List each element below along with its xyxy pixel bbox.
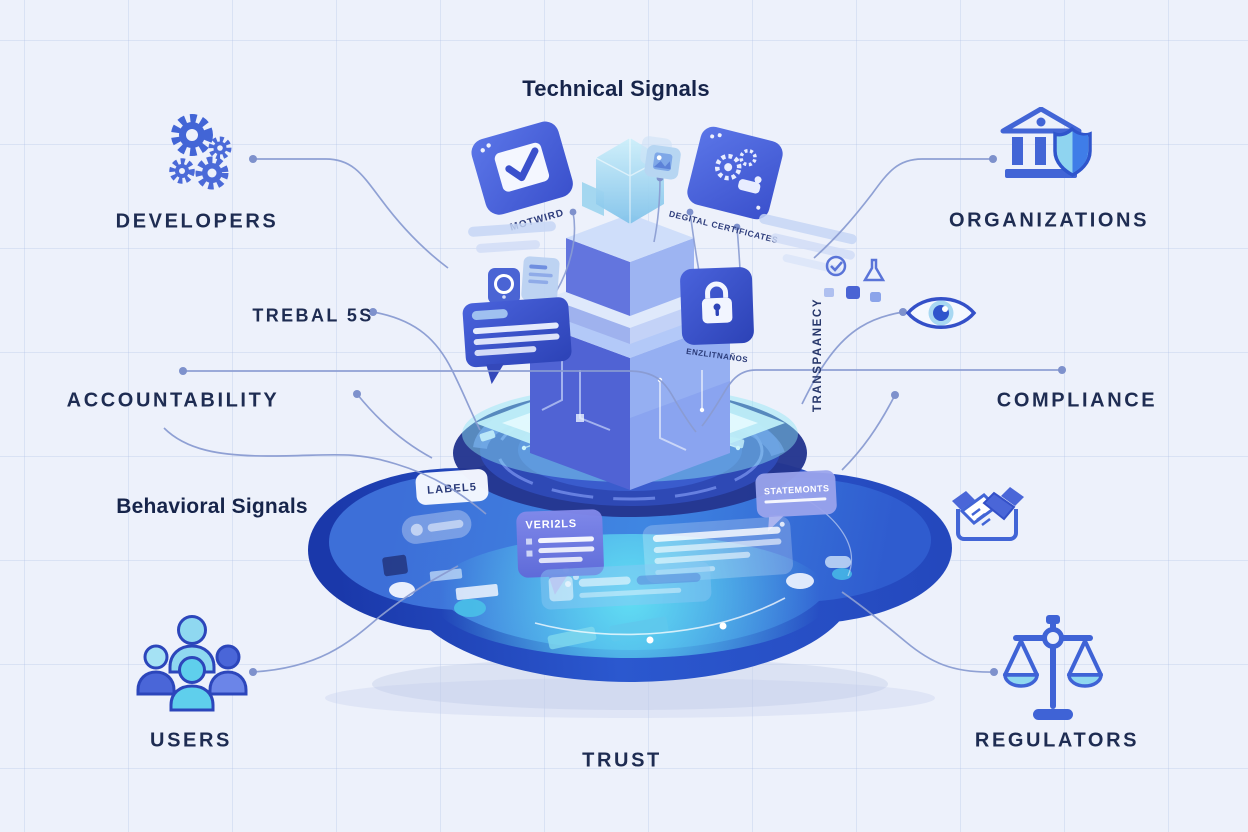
connector-developers <box>253 158 449 269</box>
connector-left-mid <box>356 393 433 459</box>
image-chip <box>640 136 681 180</box>
organizations-label: ORGANIZATIONS <box>948 209 1150 232</box>
certificates-card: DEGITAL CERTIFICATES <box>668 126 783 245</box>
badge-icons <box>824 255 886 302</box>
technical-signals-heading: Technical Signals <box>522 76 710 101</box>
verified-card-label: MOTWIRD <box>509 208 566 234</box>
scales-icon <box>1001 613 1105 723</box>
lock-card: ENZLITNAÑOS <box>680 267 754 365</box>
glow-platform <box>462 365 798 482</box>
trust-label: TRUST <box>582 749 662 772</box>
connector-organizations <box>813 158 993 259</box>
connector-regulators <box>841 591 995 673</box>
users-label: USERS <box>150 729 232 752</box>
records-pill <box>401 510 472 544</box>
note-chip <box>521 256 560 303</box>
accountability-label: ACCOUNTABILITY <box>66 389 280 412</box>
verbals-bubble: VERI2LS <box>516 509 604 595</box>
gears-icon <box>156 105 240 197</box>
ground-shadow <box>372 658 888 710</box>
handshake-icon <box>948 475 1028 547</box>
ring-disc <box>453 389 807 517</box>
developers-label: DEVELOPERS <box>115 210 279 233</box>
statements-bubble: STATEMONTS <box>755 470 837 532</box>
connector-trebal <box>372 311 481 431</box>
labels-chip: LABEL5 <box>415 469 489 505</box>
connector-users <box>252 565 459 673</box>
verbals-bubble-text: VERI2LS <box>525 518 577 532</box>
connector-right-mid <box>841 394 896 471</box>
labels-chip-text: LABEL5 <box>427 481 478 496</box>
crystal-prism <box>582 138 665 224</box>
glass-panel <box>642 516 794 584</box>
platform-details <box>382 495 853 650</box>
user-group-icon <box>136 608 248 716</box>
compliance-label: COMPLIANCE <box>996 389 1158 412</box>
transparency-label: TRANSPAANECY <box>812 297 824 413</box>
central-illustration: MOTWIRD DEGITAL CERTIFICATES <box>308 121 952 718</box>
behavioral-signals-heading: Behavioral Signals <box>116 495 308 518</box>
bank-shield-icon <box>999 107 1095 189</box>
chat-bubble <box>462 297 572 385</box>
certificates-card-label: DEGITAL CERTIFICATES <box>668 208 779 245</box>
statements-bubble-text: STATEMONTS <box>764 483 830 496</box>
verified-card: MOTWIRD <box>471 121 573 234</box>
platform-blob <box>308 458 952 682</box>
data-tower <box>530 138 730 490</box>
eye-icon <box>905 292 977 334</box>
camera-chip <box>488 268 520 304</box>
data-strip <box>540 561 712 610</box>
card-connectors <box>555 177 742 299</box>
regulators-label: REGULATORS <box>974 729 1140 752</box>
lock-card-label: ENZLITNAÑOS <box>686 347 749 365</box>
trebal-label: TREBAL 5S <box>252 305 374 326</box>
